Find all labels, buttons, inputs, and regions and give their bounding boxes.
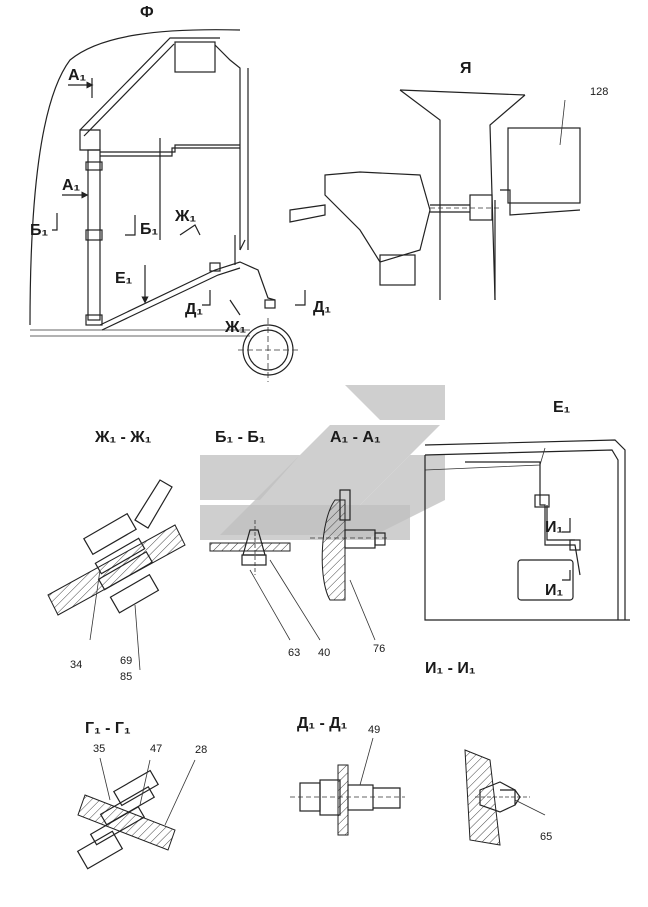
cut-i1-top: И₁ [545,519,564,536]
section-zh1-label: Ж₁ - Ж₁ [94,429,152,446]
callout-49: 49 [368,724,380,736]
callout-40: 40 [318,647,330,659]
callout-63: 63 [288,647,300,659]
cut-b1-right: Б₁ [140,221,159,238]
cut-zh1-top: Ж₁ [174,208,196,225]
section-d1-drawing: Д₁ - Д₁ 49 [290,715,405,836]
section-a1-drawing: А₁ - А₁ 76 [310,429,390,655]
cut-e1-arrow: Е₁ [115,270,133,287]
view-f-label: Ф [140,4,154,21]
cut-a1-mid: А₁ [62,177,81,194]
watermark-logo [200,385,445,540]
callout-65: 65 [540,831,552,843]
callout-85: 85 [120,671,132,683]
callout-28: 28 [195,744,207,756]
callout-47: 47 [150,743,162,755]
callout-34: 34 [70,659,82,671]
view-e1-drawing: Е₁ И₁ И₁ [424,399,630,621]
cut-d1-left: Д₁ [185,301,203,318]
cut-i1-bottom: И₁ [545,582,564,599]
view-f-drawing: Ф А₁ А₁ Б₁ Б₁ Ж₁ Е₁ Д₁ [29,4,331,382]
cut-a1-top: А₁ [68,67,87,84]
view-ya-label: Я [460,60,472,77]
callout-76: 76 [373,643,385,655]
section-zh1-drawing: Ж₁ - Ж₁ 34 69 85 [47,429,186,683]
cut-b1-left: Б₁ [30,222,49,239]
callout-35: 35 [93,743,105,755]
section-b1-drawing: Б₁ - Б₁ 63 40 [209,429,330,659]
section-d1-label: Д₁ - Д₁ [297,715,348,732]
section-i1-drawing: И₁ - И₁ 65 [425,660,552,846]
cut-d1-right: Д₁ [313,299,331,316]
view-e1-label: Е₁ [553,399,571,416]
callout-128: 128 [590,86,608,98]
view-ya-drawing: Я 128 [289,60,608,301]
section-i1-label: И₁ - И₁ [425,660,476,677]
section-g1-label: Г₁ - Г₁ [85,720,131,737]
section-g1-drawing: Г₁ - Г₁ 35 47 28 [76,720,207,870]
section-b1-label: Б₁ - Б₁ [215,429,266,446]
section-a1-label: А₁ - А₁ [330,429,381,446]
callout-69: 69 [120,655,132,667]
cut-zh1-bottom: Ж₁ [224,319,246,336]
